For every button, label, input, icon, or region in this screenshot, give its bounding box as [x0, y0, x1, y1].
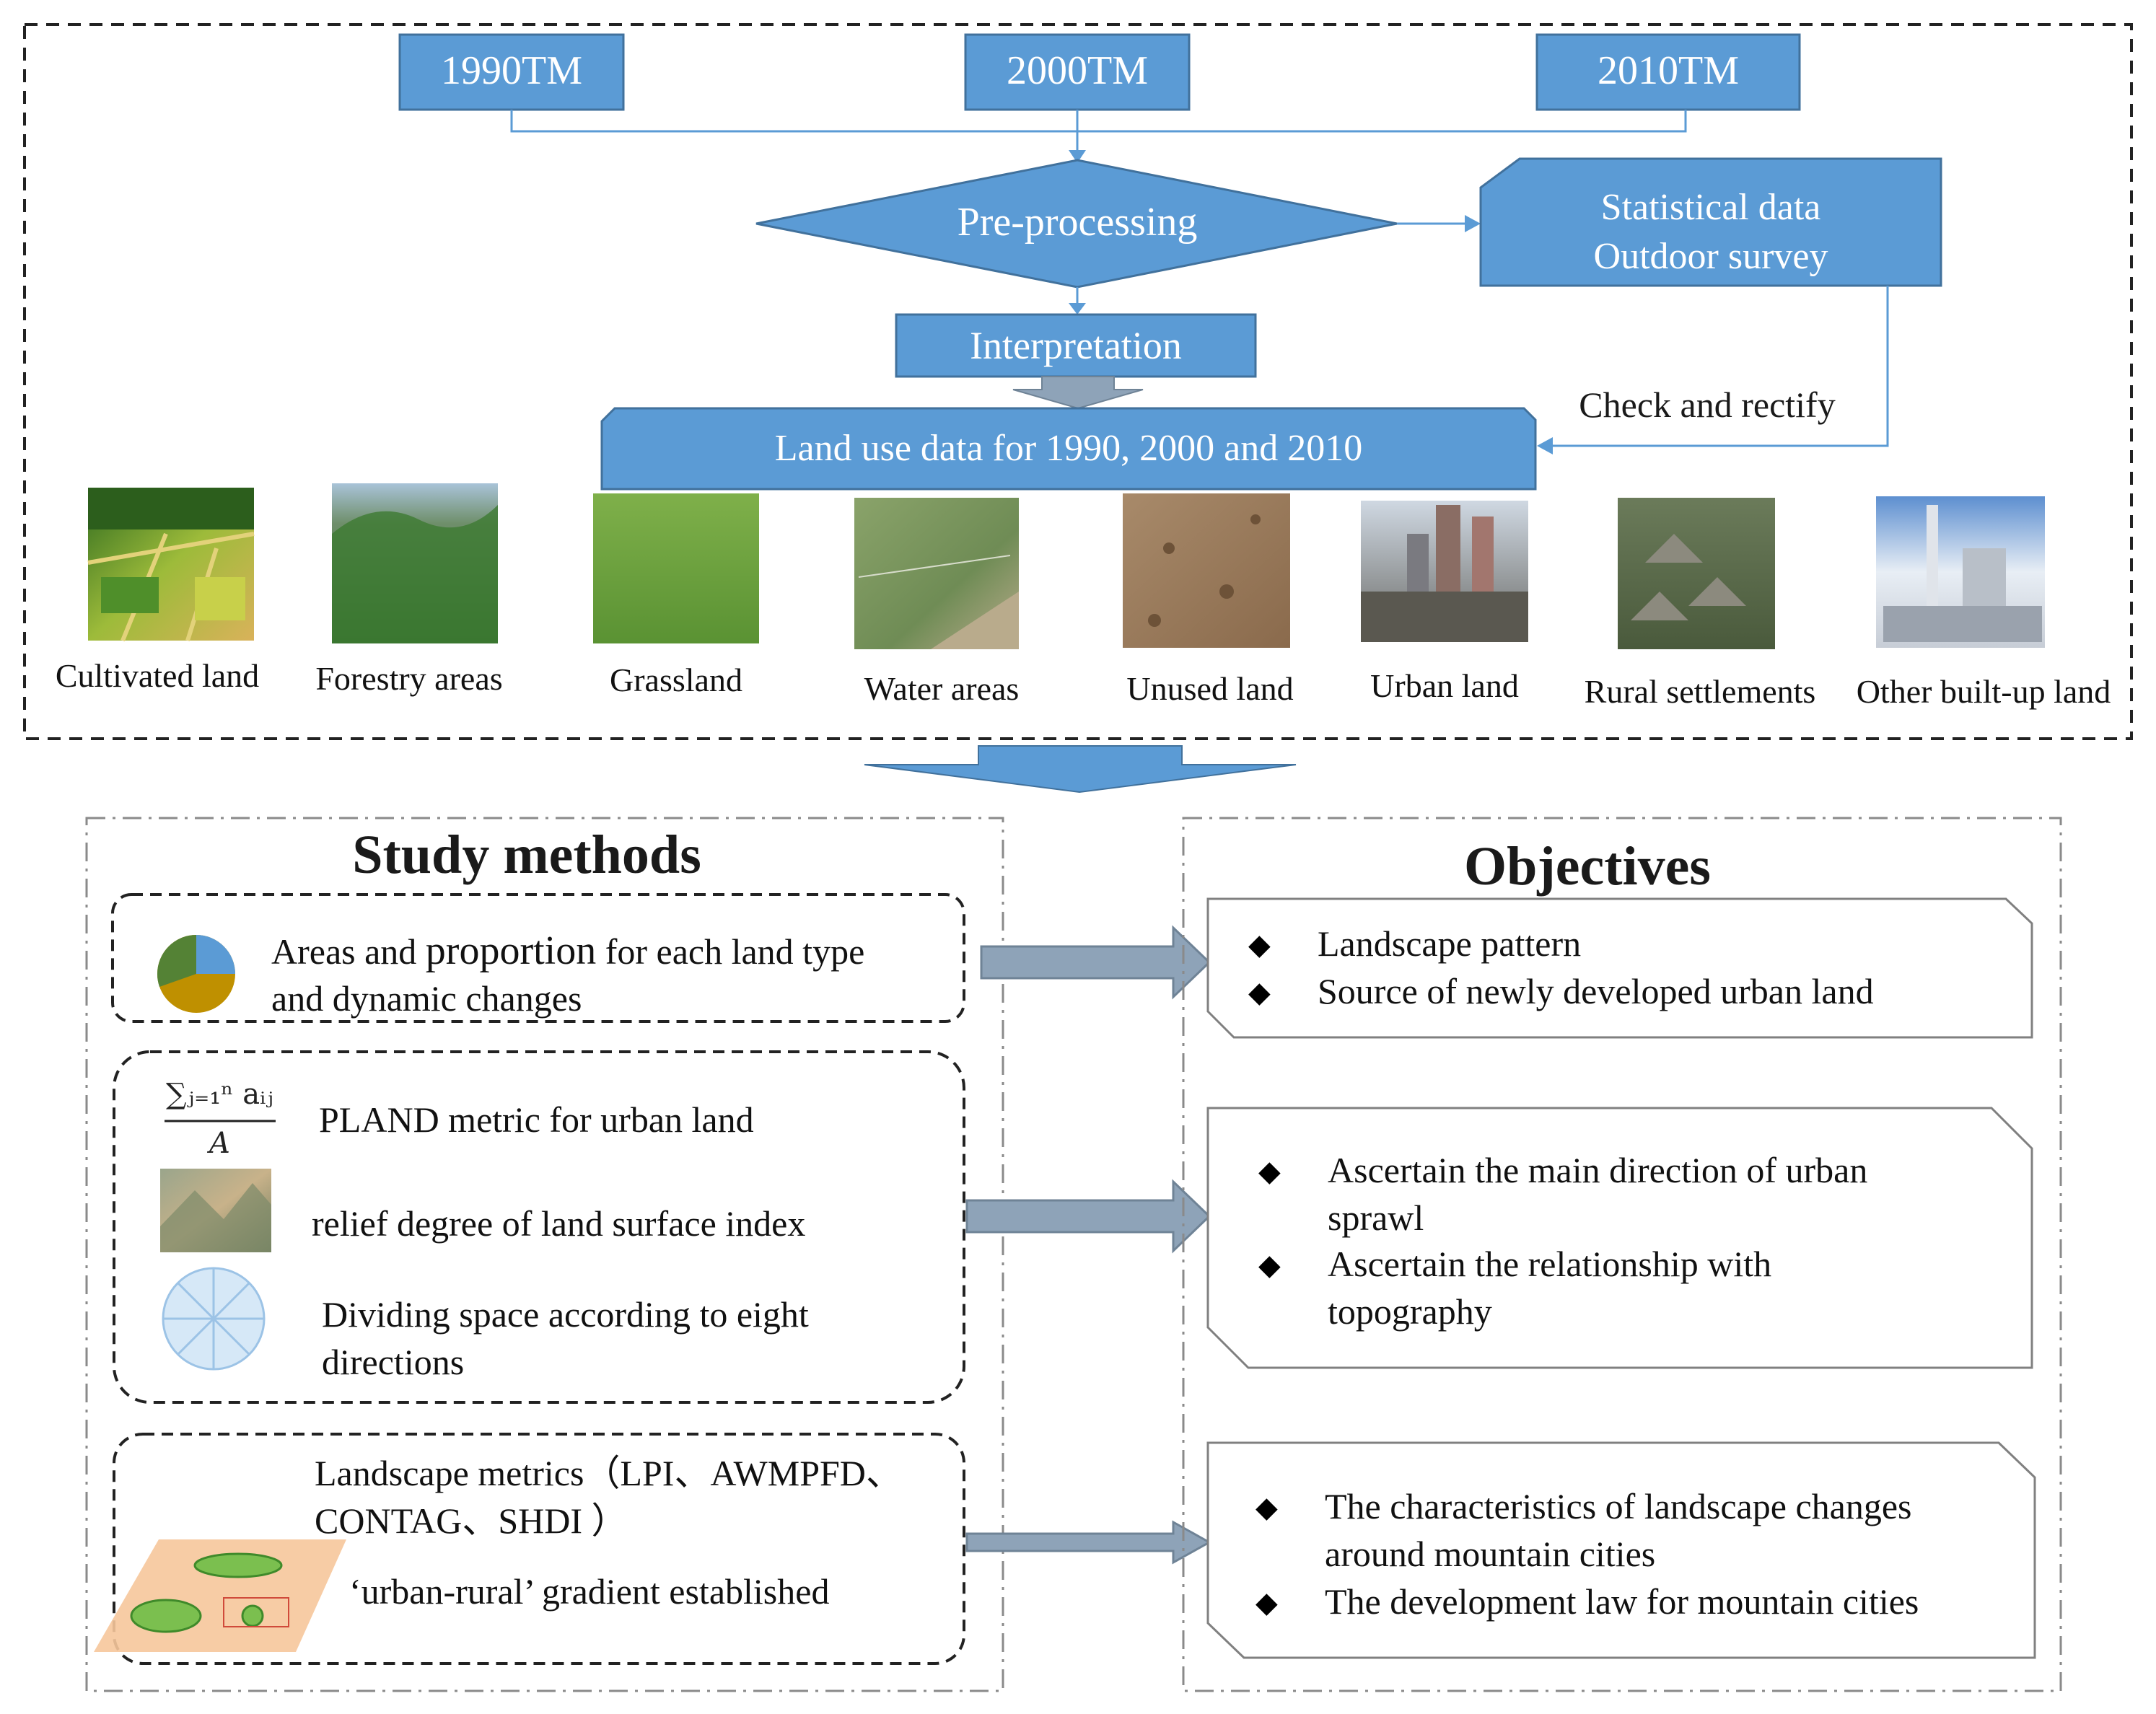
big-down-arrow — [864, 745, 1297, 794]
objective-direction-line2: sprawl — [1328, 1197, 1424, 1238]
rural-settlement-photo — [1618, 498, 1775, 649]
method-landscape-line2: CONTAG、SHDI ） — [315, 1500, 628, 1541]
method-areas-bold: proportion — [425, 928, 597, 973]
objectives-title: Objectives — [1464, 836, 1711, 897]
arrowhead-to-stats — [1465, 215, 1481, 232]
method-pland-text: PLAND metric for urban land — [319, 1099, 754, 1140]
objective-landscape-pattern: Landscape pattern — [1318, 923, 1582, 964]
formula-numerator: ∑ⱼ₌₁ⁿ aᵢⱼ — [166, 1078, 273, 1111]
input-box-2000 — [964, 33, 1191, 111]
interpretation-label: Interpretation — [970, 324, 1182, 367]
preprocessing-label: Pre-processing — [957, 200, 1198, 245]
interpretation-box — [895, 313, 1257, 378]
input-label-2000: 2000TM — [1007, 48, 1148, 93]
method-areas-text: Areas and proportion for each land type — [271, 928, 864, 975]
objective-box-1 — [1206, 897, 2033, 1039]
photo-label-rural: Rural settlements — [1584, 673, 1816, 710]
method-areas-line2: and dynamic changes — [271, 978, 582, 1019]
objective-topography-line2: topography — [1328, 1291, 1492, 1332]
objective-development-law: The development law for mountain cities — [1325, 1581, 1919, 1622]
arrowhead-to-preprocessing — [1069, 150, 1086, 163]
method-landscape-line1: Landscape metrics（LPI、AWMPFD、 — [315, 1453, 902, 1493]
bullet-icon: ◆ — [1258, 1155, 1281, 1187]
industrial-photo — [1876, 496, 2045, 648]
photo-label-urban: Urban land — [1370, 667, 1519, 704]
eight-direction-wheel-icon — [162, 1267, 266, 1371]
objectives-panel — [1182, 817, 2062, 1692]
method-box-3 — [113, 1433, 965, 1665]
input-box-2010 — [1535, 33, 1801, 111]
stats-box — [1479, 157, 1942, 287]
gray-arrow-2 — [965, 1179, 1211, 1254]
photo-label-other-builtup: Other built-up land — [1856, 673, 2111, 710]
photo-label-unused: Unused land — [1126, 670, 1294, 707]
input-box-1990 — [398, 33, 625, 111]
check-rectify-connector — [1551, 286, 1889, 447]
method-areas-prefix: Areas and — [271, 931, 426, 972]
stats-label-line1: Statistical data — [1600, 187, 1821, 228]
objective-box-3 — [1206, 1441, 2036, 1659]
grassland-photo — [593, 493, 759, 643]
photo-label-cultivated: Cultivated land — [55, 657, 260, 694]
gray-arrow-1 — [980, 925, 1211, 1000]
cultivated-land-photo — [87, 488, 255, 642]
photo-label-grassland: Grassland — [610, 662, 742, 698]
arrowhead-to-interp — [1069, 303, 1086, 315]
bullet-icon: ◆ — [1256, 1586, 1278, 1619]
objective-characteristics-line2: around mountain cities — [1325, 1534, 1656, 1574]
method-box-1 — [111, 893, 965, 1023]
formula-denominator: A — [209, 1127, 230, 1160]
method-dividing-line2: directions — [322, 1342, 465, 1382]
input-connector — [510, 110, 1687, 153]
gray-arrow-3 — [965, 1520, 1212, 1565]
unused-land-photo — [1123, 493, 1290, 648]
method-dividing-line1: Dividing space according to eight — [322, 1294, 809, 1335]
photo-label-water: Water areas — [864, 670, 1020, 707]
landuse-label: Land use data for 1990, 2000 and 2010 — [774, 428, 1363, 469]
forestry-photo — [332, 483, 498, 643]
arrowhead-to-landuse — [1537, 437, 1553, 454]
check-rectify-label: Check and rectify — [1579, 384, 1836, 425]
urban-land-photo — [1361, 501, 1528, 642]
stats-label-line2: Outdoor survey — [1593, 236, 1828, 277]
gray-arrow-to-landuse — [1012, 376, 1144, 410]
photo-label-forestry: Forestry areas — [315, 660, 503, 697]
method-relief-text: relief degree of land surface index — [312, 1203, 806, 1244]
input-label-1990: 1990TM — [441, 48, 582, 93]
objective-direction-line1: Ascertain the main direction of urban — [1328, 1150, 1868, 1190]
method-areas-suffix: for each land type — [596, 931, 865, 972]
bullet-icon: ◆ — [1248, 928, 1271, 961]
objective-characteristics-line1: The characteristics of landscape changes — [1325, 1486, 1912, 1526]
urban-rural-gradient-map-icon — [94, 1539, 346, 1652]
methods-title: Study methods — [352, 825, 701, 885]
bullet-icon: ◆ — [1256, 1491, 1278, 1524]
input-label-2010: 2010TM — [1598, 48, 1739, 93]
pie-chart-icon — [157, 935, 235, 1013]
bullet-icon: ◆ — [1248, 976, 1271, 1008]
objective-box-2 — [1206, 1107, 2033, 1369]
water-photo — [854, 498, 1019, 649]
relief-terrain-icon — [160, 1169, 271, 1252]
top-section-frame — [23, 23, 2133, 740]
method-box-2 — [113, 1050, 965, 1404]
landuse-box — [600, 407, 1537, 491]
methods-panel — [85, 817, 1004, 1692]
bullet-icon: ◆ — [1258, 1249, 1281, 1281]
objective-topography-line1: Ascertain the relationship with — [1328, 1244, 1772, 1284]
objective-new-urban-source: Source of newly developed urban land — [1318, 971, 1874, 1011]
method-gradient-text: ‘urban-rural’ gradient established — [349, 1571, 830, 1612]
